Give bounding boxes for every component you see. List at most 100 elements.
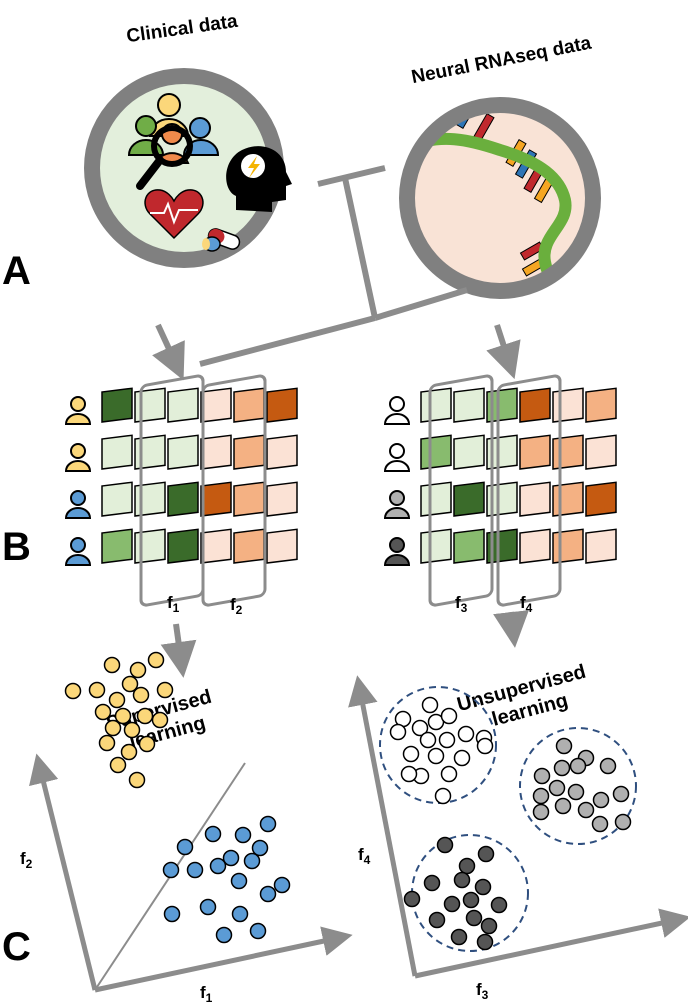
yellow-class-point (109, 756, 127, 774)
heatmap-cell (585, 528, 617, 564)
yellow-class-point (108, 691, 126, 709)
clinical-data-title: Clinical data (125, 11, 239, 47)
blue-class-point (230, 872, 248, 890)
supervised-y-axis (29, 753, 98, 991)
grey-cluster-point (591, 815, 609, 833)
dark-cluster-point (453, 871, 471, 889)
yellow-class-point (136, 707, 154, 725)
patient-avatar (64, 443, 92, 472)
magnifier-icon (136, 125, 193, 190)
heatmap-cell (233, 528, 265, 564)
patient-avatar (383, 490, 411, 519)
heatmap-cell (552, 528, 584, 564)
grey-cluster-point (533, 767, 551, 785)
yellow-class-point (114, 707, 132, 725)
heatmap-cell (453, 481, 485, 517)
grey-cluster-point (553, 759, 571, 777)
feature-selection-box (428, 374, 494, 607)
heatmap-cell (486, 528, 518, 564)
blue-class-point (243, 852, 261, 870)
heatmap-cell (266, 387, 298, 423)
heatmap-cell (200, 528, 232, 564)
heatmap-cell (420, 387, 452, 423)
blue-class-point (204, 825, 222, 843)
heatmap-cell (167, 387, 199, 423)
heatmap-cell (167, 528, 199, 564)
patient-avatar (383, 396, 411, 425)
white-cluster-point (434, 787, 452, 805)
heatmap-cell (200, 434, 232, 470)
white-cluster-point (440, 765, 458, 783)
unsupervised-y-axis (348, 675, 418, 977)
dark-cluster-point (403, 890, 421, 908)
arrow-clinical-down (152, 323, 185, 381)
heatmap-cell (266, 434, 298, 470)
heatmap-cell (519, 387, 551, 423)
heatmap-cell (486, 387, 518, 423)
grey-cluster-point (614, 813, 632, 831)
white-cluster-point (402, 745, 420, 763)
yellow-class-point (156, 681, 174, 699)
white-cluster-point (427, 747, 445, 765)
white-cluster-point (389, 723, 407, 741)
blue-class-point (234, 826, 252, 844)
cluster-white-outline (379, 686, 497, 804)
dark-cluster-point (480, 917, 498, 935)
white-cluster-point (400, 765, 418, 783)
connector-lines (199, 165, 468, 367)
white-cluster-point (457, 725, 475, 743)
heatmap-cell (552, 434, 584, 470)
feature-label-f1: f1 (167, 593, 180, 615)
heatmap-cell (453, 387, 485, 423)
heatmap-cell (233, 481, 265, 517)
unsupervised-x-axis (414, 908, 688, 979)
heatmap-cell (420, 434, 452, 470)
head-lightning-icon (226, 146, 292, 212)
grey-cluster-point (599, 757, 617, 775)
rnaseq-data-title: Neural RNAseq data (410, 33, 594, 89)
cluster-grey-outline (519, 727, 637, 845)
grey-cluster-point (592, 791, 610, 809)
yellow-class-point (98, 734, 116, 752)
white-cluster-point (438, 731, 456, 749)
blue-class-point (249, 922, 267, 940)
heatmap-cell (233, 387, 265, 423)
feature-selection-box (496, 374, 562, 607)
yellow-class-point (64, 682, 82, 700)
heatmap-cell (519, 528, 551, 564)
arrow-supervised-down (160, 623, 197, 678)
patient-avatar (383, 537, 411, 566)
blue-class-point (259, 885, 277, 903)
arrow-unsupervised-down (493, 610, 529, 648)
heatmap-cell (552, 481, 584, 517)
heatmap-right (383, 374, 617, 607)
dark-cluster-point (462, 891, 480, 909)
yellow-class-point (123, 721, 141, 739)
heatmap-cell (200, 387, 232, 423)
yellow-class-point (94, 703, 112, 721)
blue-class-point (176, 838, 194, 856)
panel-label-c: C (2, 925, 31, 969)
white-cluster-point (411, 719, 429, 737)
heatmap-cell (486, 434, 518, 470)
heatmap-cell (101, 528, 133, 564)
feature-label-f2: f2 (230, 595, 243, 617)
grey-cluster-point (577, 801, 595, 819)
white-cluster-point (453, 749, 471, 767)
grey-cluster-point (569, 757, 587, 775)
supervised-plot: f2 f1 (20, 651, 353, 1005)
heatmap-cell (519, 481, 551, 517)
blue-class-point (251, 839, 269, 857)
patient-avatar (64, 537, 92, 566)
grey-cluster-point (532, 803, 550, 821)
supervised-y-label: f2 (20, 849, 33, 871)
unsupervised-plot: f4 f3 (348, 675, 688, 1002)
heatmap-cell (585, 387, 617, 423)
patient-avatar (64, 396, 92, 425)
blue-class-point (273, 876, 291, 894)
yellow-class-point (104, 719, 122, 737)
heatmap-cell (552, 387, 584, 423)
heatmap-cell (101, 387, 133, 423)
grey-cluster-point (555, 737, 573, 755)
heatmap-cell (200, 481, 232, 517)
